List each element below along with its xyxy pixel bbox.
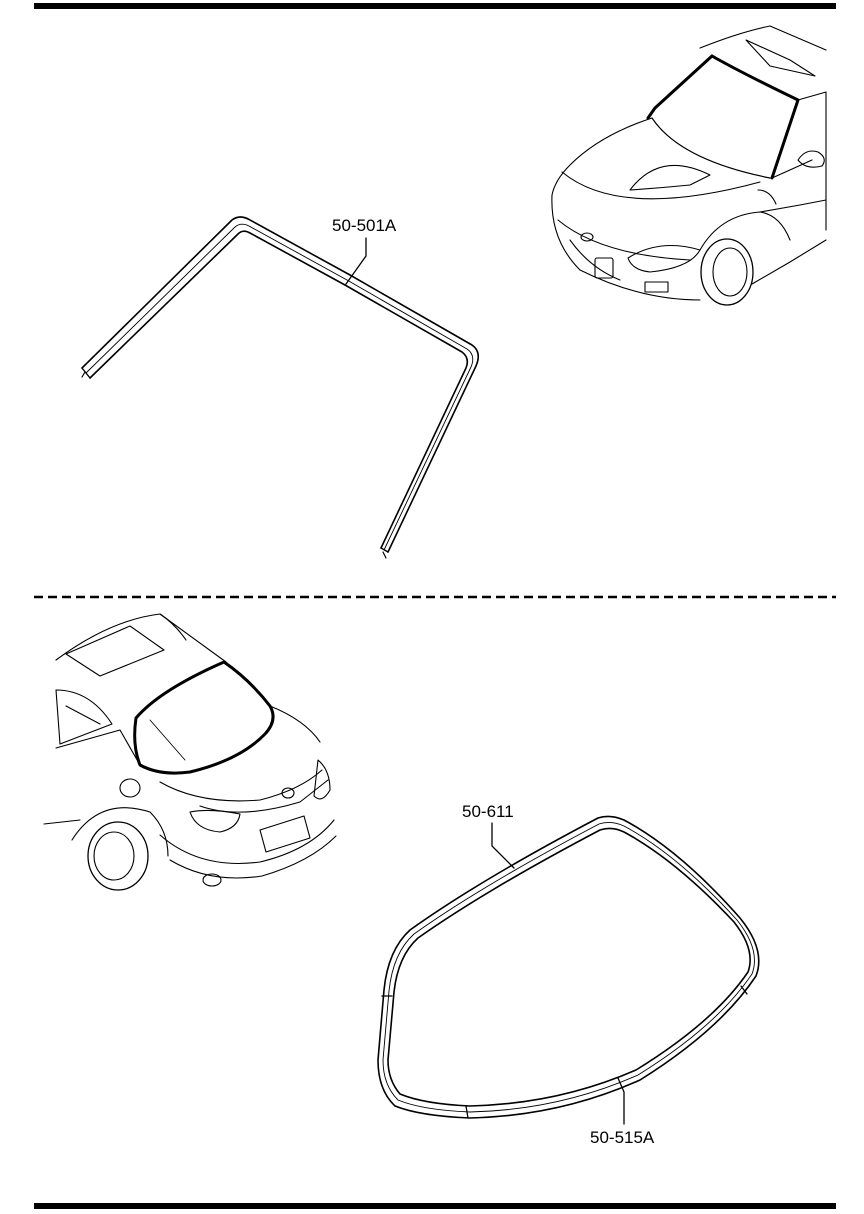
windshield-molding-drawing — [81, 216, 480, 559]
rear-window-molding-drawing — [377, 815, 760, 1119]
top-border-rule — [34, 3, 836, 9]
callout-label-50-515A: 50-515A — [590, 1128, 655, 1147]
callout-label-50-611: 50-611 — [462, 802, 514, 821]
leader-line-50-515A — [617, 1077, 625, 1125]
callout-label-50-501A: 50-501A — [332, 216, 397, 235]
front-car-illustration — [551, 25, 827, 306]
bottom-border-rule — [34, 1203, 836, 1209]
rear-car-illustration — [43, 613, 337, 891]
leader-line-50-501A — [345, 237, 367, 285]
leader-line-50-611 — [491, 822, 515, 869]
